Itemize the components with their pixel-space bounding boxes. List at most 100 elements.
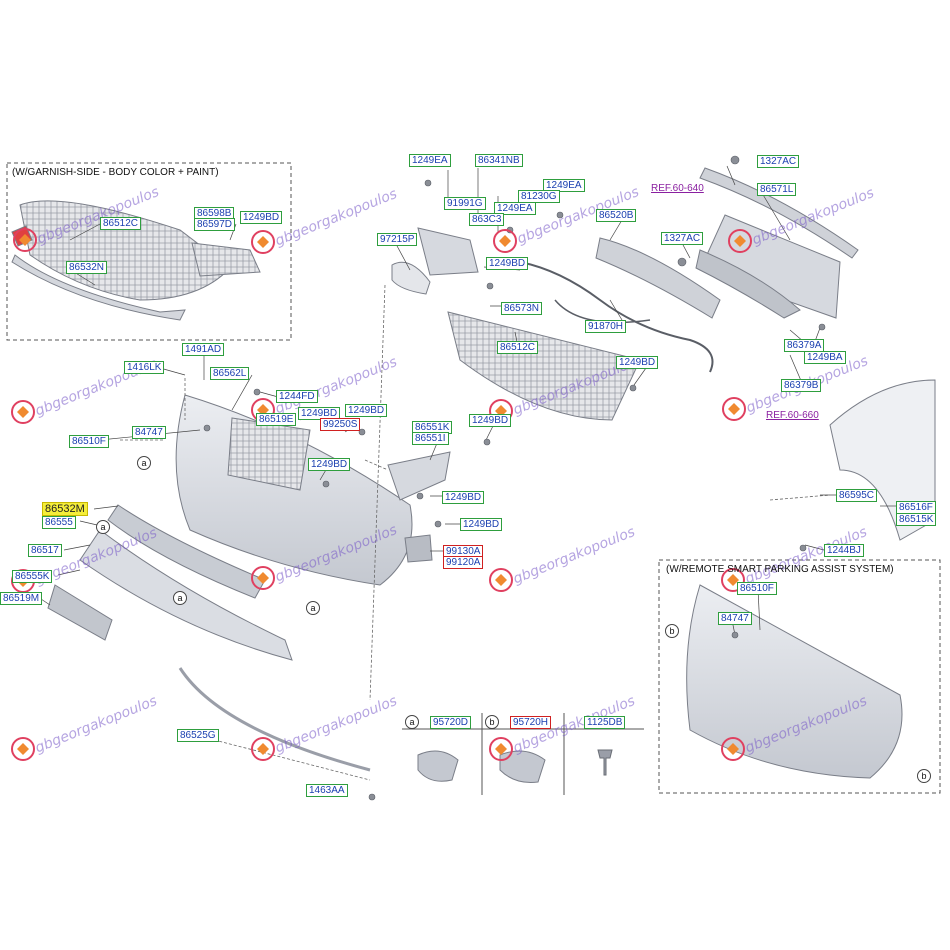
part-label[interactable]: 99250S <box>320 418 361 431</box>
garnish-box-title: (W/GARNISH-SIDE - BODY COLOR + PAINT) <box>12 167 219 178</box>
part-label[interactable]: 1244BJ <box>824 544 864 557</box>
part-label-highlighted[interactable]: 86532M <box>42 502 88 516</box>
upper-grille <box>447 311 641 421</box>
part-label[interactable]: 863C3 <box>469 213 505 226</box>
part-label[interactable]: 86512C <box>100 217 142 230</box>
part-label[interactable]: 86515K <box>896 513 937 526</box>
part-label[interactable]: 1327AC <box>661 232 704 245</box>
watermark-logo-icon <box>13 228 37 252</box>
part-label[interactable]: 1249BD <box>469 414 512 427</box>
part-label[interactable]: 86555K <box>12 570 53 583</box>
part-label[interactable]: 1249EA <box>409 154 451 167</box>
callout-b: b <box>665 624 679 638</box>
part-label[interactable]: 86517 <box>28 544 62 557</box>
table-part-label[interactable]: 95720H <box>510 716 552 729</box>
part-label[interactable]: 1249BA <box>804 351 846 364</box>
lower-reinforcement <box>695 249 801 319</box>
sensor-b-shape <box>499 750 546 783</box>
part-label[interactable]: 86562L <box>210 367 250 380</box>
part-label[interactable]: 1249BD <box>486 257 529 270</box>
parking-box-title: (W/REMOTE SMART PARKING ASSIST SYSTEM) <box>666 564 894 575</box>
watermark-logo-icon <box>251 566 275 590</box>
sensor-a-shape <box>417 750 459 782</box>
fender <box>829 379 936 541</box>
part-label[interactable]: 1244FD <box>276 390 318 403</box>
side-lamp <box>391 261 431 295</box>
lower-grille-strip <box>107 504 266 599</box>
callout-a: a <box>306 601 320 615</box>
part-label[interactable]: 86532N <box>66 261 108 274</box>
part-label[interactable]: 86571L <box>757 183 797 196</box>
part-label[interactable]: 1249BD <box>442 491 485 504</box>
part-label[interactable]: 86519M <box>0 592 43 605</box>
inset-garnish <box>191 242 261 277</box>
part-label[interactable]: 86379B <box>781 379 822 392</box>
watermark-logo-icon <box>251 737 275 761</box>
side-bracket <box>387 451 451 501</box>
table-key-a: a <box>405 715 419 729</box>
watermark-logo-icon <box>722 397 746 421</box>
part-label[interactable]: 1249BD <box>460 518 503 531</box>
watermark-logo-icon <box>721 737 745 761</box>
part-label[interactable]: 86597D <box>194 218 236 231</box>
part-label[interactable]: 91991G <box>444 197 486 210</box>
watermark-logo-icon <box>11 400 35 424</box>
watermark-logo-icon <box>721 568 745 592</box>
parking-bumper <box>686 584 903 779</box>
part-label[interactable]: 86595C <box>836 489 878 502</box>
part-label[interactable]: 86519E <box>256 413 297 426</box>
part-label[interactable]: 1249EA <box>543 179 585 192</box>
watermark-logo-icon <box>489 737 513 761</box>
part-label[interactable]: 99120A <box>443 556 484 569</box>
energy-absorber <box>595 237 721 319</box>
part-label[interactable]: 1491AD <box>182 343 225 356</box>
part-label[interactable]: 86525G <box>177 729 219 742</box>
part-label[interactable]: 91870H <box>585 320 627 333</box>
wiring-branch <box>554 299 651 324</box>
callout-a: a <box>137 456 151 470</box>
part-label[interactable]: 86341NB <box>475 154 523 167</box>
part-label[interactable]: 1249EA <box>494 202 536 215</box>
parking-box <box>658 559 941 794</box>
watermark-logo-icon <box>728 229 752 253</box>
main-grille <box>227 417 311 491</box>
part-label[interactable]: 1463AA <box>306 784 348 797</box>
callout-a: a <box>96 520 110 534</box>
part-label[interactable]: 1249BD <box>240 211 283 224</box>
part-label[interactable]: 1249BD <box>345 404 388 417</box>
table-key-b: b <box>485 715 499 729</box>
part-label[interactable]: 1249BD <box>616 356 659 369</box>
part-label[interactable]: 1249BD <box>308 458 351 471</box>
skid-plate <box>47 584 113 641</box>
inset-grille <box>19 200 231 301</box>
part-label[interactable]: 81230G <box>518 190 560 203</box>
part-label[interactable]: 1249BD <box>298 407 341 420</box>
part-label[interactable]: 84747 <box>718 612 752 625</box>
garnish-box <box>6 162 292 341</box>
part-label[interactable]: 86510F <box>737 582 777 595</box>
table-part-label[interactable]: 95720D <box>430 716 472 729</box>
callout-b: b <box>917 769 931 783</box>
part-label[interactable]: 86512C <box>497 341 539 354</box>
part-label[interactable]: 86573N <box>501 302 543 315</box>
part-label[interactable]: 86551I <box>412 432 449 445</box>
top-beam <box>699 167 859 259</box>
watermark-logo-icon <box>251 230 275 254</box>
watermark-logo-icon <box>489 568 513 592</box>
bolt-shape <box>597 749 613 776</box>
part-label[interactable]: 86555 <box>42 516 76 529</box>
part-label[interactable]: 1416LK <box>124 361 165 374</box>
center-bracket <box>417 227 479 276</box>
part-label[interactable]: 1327AC <box>757 155 800 168</box>
callout-a: a <box>173 591 187 605</box>
part-label[interactable]: 86510F <box>69 435 109 448</box>
part-label[interactable]: 84747 <box>132 426 166 439</box>
part-label[interactable]: 86520B <box>596 209 637 222</box>
table-part-label[interactable]: 1125DB <box>584 716 626 729</box>
ref-60-660[interactable]: REF.60-660 <box>766 410 819 421</box>
inset-strip <box>11 254 186 321</box>
part-label[interactable]: 97215P <box>377 233 418 246</box>
ref-60-640[interactable]: REF.60-640 <box>651 183 704 194</box>
